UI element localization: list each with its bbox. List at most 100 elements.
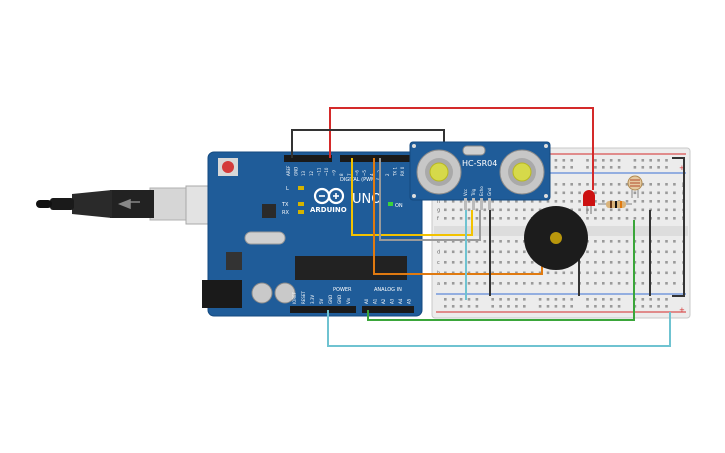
breadboard-hole[interactable] <box>609 159 613 162</box>
breadboard-hole[interactable] <box>523 200 526 203</box>
breadboard-hole[interactable] <box>467 261 471 264</box>
breadboard-hole[interactable] <box>586 166 589 169</box>
breadboard-hole[interactable] <box>523 250 526 254</box>
breadboard-hole[interactable] <box>617 305 621 308</box>
breadboard-hole[interactable] <box>562 191 566 195</box>
breadboard-hole[interactable] <box>633 166 637 169</box>
breadboard-hole[interactable] <box>609 166 613 169</box>
breadboard-hole[interactable] <box>633 159 637 162</box>
breadboard-hole[interactable] <box>491 250 494 254</box>
breadboard-hole[interactable] <box>570 282 573 285</box>
breadboard-hole[interactable] <box>609 208 613 212</box>
breadboard-hole[interactable] <box>673 191 676 195</box>
breadboard-hole[interactable] <box>499 282 502 285</box>
breadboard-hole[interactable] <box>459 305 463 308</box>
breadboard-hole[interactable] <box>491 282 494 285</box>
wire-red[interactable] <box>329 107 594 190</box>
breadboard-hole[interactable] <box>649 166 652 169</box>
breadboard-hole[interactable] <box>459 298 463 301</box>
breadboard-hole[interactable] <box>617 208 621 212</box>
breadboard-hole[interactable] <box>641 240 645 243</box>
breadboard-hole[interactable] <box>665 271 668 275</box>
breadboard-hole[interactable] <box>602 261 605 264</box>
breadboard-hole[interactable] <box>578 191 581 195</box>
breadboard-hole[interactable] <box>641 200 645 203</box>
breadboard-hole[interactable] <box>641 208 645 212</box>
breadboard-hole[interactable] <box>570 183 573 186</box>
breadboard-hole[interactable] <box>459 217 463 220</box>
breadboard-hole[interactable] <box>673 250 676 254</box>
breadboard-hole[interactable] <box>523 305 526 308</box>
breadboard-hole[interactable] <box>625 208 629 212</box>
breadboard-hole[interactable] <box>641 271 645 275</box>
breadboard-hole[interactable] <box>467 250 471 254</box>
breadboard-hole[interactable] <box>546 298 550 301</box>
breadboard-hole[interactable] <box>499 208 502 212</box>
breadboard-hole[interactable] <box>673 271 676 275</box>
breadboard-hole[interactable] <box>499 250 502 254</box>
breadboard-hole[interactable] <box>641 159 645 162</box>
breadboard-hole[interactable] <box>475 200 479 203</box>
breadboard-hole[interactable] <box>538 208 542 212</box>
breadboard-hole[interactable] <box>483 250 487 254</box>
breadboard-hole[interactable] <box>617 261 621 264</box>
breadboard-hole[interactable] <box>602 183 605 186</box>
wire-cyan[interactable] <box>327 310 671 347</box>
breadboard-hole[interactable] <box>507 217 510 220</box>
breadboard-hole[interactable] <box>641 191 645 195</box>
breadboard-hole[interactable] <box>578 208 581 212</box>
breadboard-hole[interactable] <box>451 208 455 212</box>
breadboard-hole[interactable] <box>491 298 494 301</box>
breadboard-hole[interactable] <box>602 166 605 169</box>
breadboard-hole[interactable] <box>538 298 542 301</box>
breadboard-hole[interactable] <box>594 298 597 301</box>
breadboard-hole[interactable] <box>609 271 613 275</box>
breadboard-hole[interactable] <box>665 208 668 212</box>
breadboard-hole[interactable] <box>491 208 494 212</box>
breadboard-hole[interactable] <box>641 250 645 254</box>
breadboard-hole[interactable] <box>602 298 605 301</box>
breadboard-hole[interactable] <box>451 282 455 285</box>
breadboard-hole[interactable] <box>657 217 660 220</box>
breadboard-hole[interactable] <box>554 200 558 203</box>
breadboard-hole[interactable] <box>507 240 510 243</box>
breadboard-hole[interactable] <box>657 166 660 169</box>
breadboard-hole[interactable] <box>641 282 645 285</box>
wire-black-4[interactable] <box>672 157 685 297</box>
breadboard-hole[interactable] <box>444 282 447 285</box>
breadboard-hole[interactable] <box>523 208 526 212</box>
breadboard-hole[interactable] <box>633 208 637 212</box>
breadboard-hole[interactable] <box>665 200 668 203</box>
breadboard-hole[interactable] <box>570 271 573 275</box>
breadboard-hole[interactable] <box>499 200 502 203</box>
breadboard-hole[interactable] <box>467 240 471 243</box>
breadboard-hole[interactable] <box>546 305 550 308</box>
breadboard-hole[interactable] <box>665 282 668 285</box>
breadboard-hole[interactable] <box>515 217 518 220</box>
breadboard-hole[interactable] <box>641 298 645 301</box>
breadboard-hole[interactable] <box>625 191 629 195</box>
breadboard-hole[interactable] <box>609 305 613 308</box>
breadboard-hole[interactable] <box>483 271 487 275</box>
breadboard-hole[interactable] <box>459 240 463 243</box>
breadboard-hole[interactable] <box>586 261 589 264</box>
breadboard-hole[interactable] <box>451 217 455 220</box>
breadboard-hole[interactable] <box>523 282 526 285</box>
breadboard-hole[interactable] <box>617 298 621 301</box>
breadboard-hole[interactable] <box>554 282 558 285</box>
breadboard-hole[interactable] <box>625 261 629 264</box>
breadboard-hole[interactable] <box>594 240 597 243</box>
wire-black[interactable] <box>291 129 445 158</box>
breadboard-hole[interactable] <box>570 298 573 301</box>
breadboard-hole[interactable] <box>538 271 542 275</box>
breadboard-hole[interactable] <box>499 217 502 220</box>
breadboard-hole[interactable] <box>554 183 558 186</box>
breadboard-hole[interactable] <box>483 240 487 243</box>
breadboard-hole[interactable] <box>594 166 597 169</box>
breadboard-hole[interactable] <box>570 200 573 203</box>
breadboard-hole[interactable] <box>609 240 613 243</box>
breadboard-hole[interactable] <box>444 305 447 308</box>
breadboard-hole[interactable] <box>515 261 518 264</box>
breadboard-hole[interactable] <box>633 200 637 203</box>
breadboard-hole[interactable] <box>530 200 534 203</box>
